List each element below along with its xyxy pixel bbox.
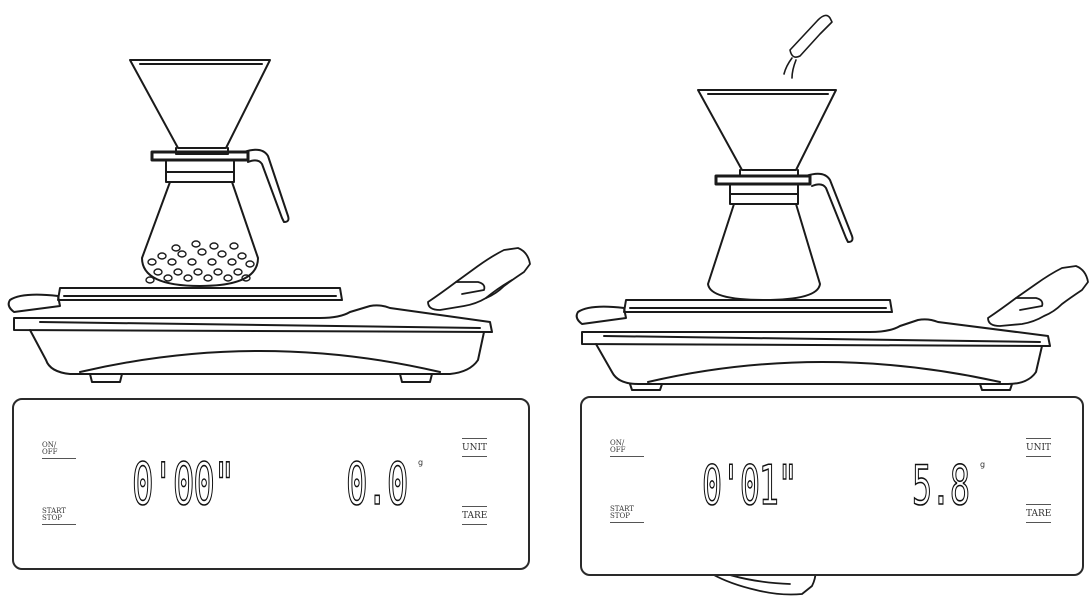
weight-readout: 0.0 [346,449,409,519]
display-panel-right: ON/ OFF START STOP 0'01" 5.8 g UNIT TARE [580,396,1084,576]
coffee-beans [145,240,255,284]
unit-button[interactable]: UNIT [462,438,488,457]
power-button[interactable]: ON/ OFF [610,440,644,457]
hand-right-top [987,265,1089,327]
hand-left [427,247,531,311]
scale-right [575,299,1051,391]
tare-button[interactable]: TARE [462,506,488,525]
unit-button[interactable]: UNIT [1026,438,1052,457]
tare-button[interactable]: TARE [1026,504,1052,523]
display-panel-left: ON/ OFF START STOP 0'00" 0.0 g UNIT TARE [12,398,530,570]
start-stop-button[interactable]: START STOP [42,508,76,525]
start-stop-button[interactable]: START STOP [610,506,644,523]
kettle-spout [783,14,833,79]
power-button[interactable]: ON/ OFF [42,442,76,459]
weight-unit: g [418,458,424,467]
weight-unit: g [980,460,986,469]
start-stop-button-label: START STOP [610,506,644,523]
power-button-label: ON/ OFF [42,442,76,459]
dripper-left [129,59,271,155]
scale-left [7,287,493,383]
start-stop-button-label: START STOP [42,508,76,525]
carafe-left [141,148,290,287]
power-button-label: ON/ OFF [610,440,644,457]
timer-readout: 0'01" [702,453,799,518]
dripper-right [697,89,837,177]
weight-readout: 5.8 [912,453,971,518]
timer-readout: 0'00" [132,449,236,519]
carafe-right [707,172,854,301]
